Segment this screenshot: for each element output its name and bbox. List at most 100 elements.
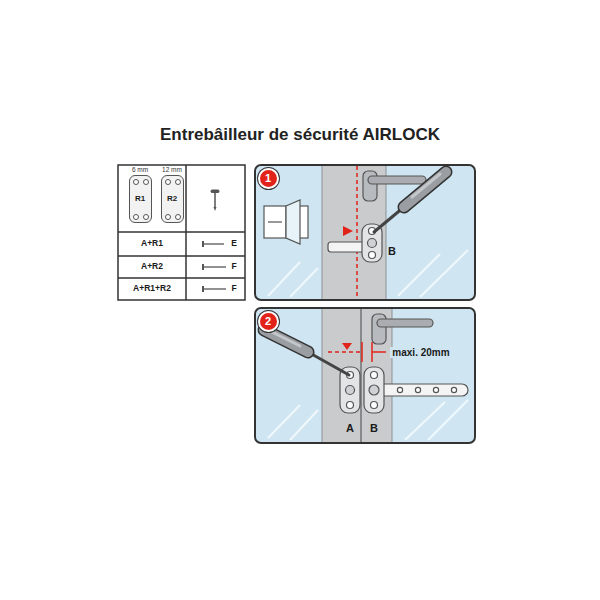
spacer-plate: 12 mm R2 <box>161 166 184 223</box>
part-b <box>328 224 382 262</box>
fixing-table <box>118 165 245 300</box>
plate-body: R2 <box>161 175 184 223</box>
screwdriver <box>264 330 308 352</box>
dimension-label: maxi. 20mm <box>390 347 451 358</box>
red-dashed-line <box>356 166 358 299</box>
step-panel <box>255 308 475 443</box>
red-dashed-line <box>372 351 386 353</box>
window-frame <box>322 309 392 442</box>
spacer-plate: 6 mm R1 <box>129 166 152 223</box>
limiter-arm <box>397 387 402 392</box>
part-letter: A <box>346 422 354 434</box>
door-handle <box>372 314 433 344</box>
glass-reflection <box>405 402 445 440</box>
plate-hole <box>143 214 149 220</box>
plate-thickness: 12 mm <box>161 166 184 173</box>
plate-body: R1 <box>129 175 152 223</box>
plate-hole <box>133 179 139 185</box>
step-number: 1 <box>265 172 271 184</box>
screw-icon <box>214 207 217 211</box>
screwdriver <box>404 172 446 207</box>
table-cell: A+R1 <box>141 239 163 248</box>
window-frame <box>322 166 386 299</box>
fixing-table <box>118 231 245 233</box>
part-b <box>368 239 377 248</box>
table-cell: F <box>231 262 236 271</box>
step-panel <box>255 165 475 300</box>
glass-reflection <box>290 268 318 297</box>
red-dashed-line <box>328 351 362 353</box>
step-badge: 2 <box>258 311 279 332</box>
screwdriver <box>374 172 446 232</box>
limiter-arm <box>433 387 438 392</box>
red-arrow <box>343 226 353 236</box>
plate-hole <box>175 214 181 220</box>
screwdriver <box>404 172 446 207</box>
window-frame <box>392 309 393 442</box>
plate-name: R1 <box>135 195 145 204</box>
table-cell: E <box>231 239 237 248</box>
window-frame <box>322 166 386 299</box>
plate-name: R2 <box>167 195 177 204</box>
red-dashed-line <box>361 342 363 362</box>
part-letter: B <box>388 245 396 257</box>
screwdriver <box>412 174 440 197</box>
screwdriver <box>264 330 308 352</box>
table-cell: A+R1+R2 <box>133 284 171 293</box>
step-number: 2 <box>265 315 271 327</box>
limiter-arm <box>370 384 468 396</box>
screwdriver <box>264 330 349 375</box>
red-dashed-line <box>357 166 358 299</box>
part-b <box>369 385 379 395</box>
fixing-table <box>118 255 245 257</box>
part-letter: B <box>370 422 378 434</box>
window-frame <box>322 166 323 299</box>
red-dashed-line <box>328 342 386 362</box>
screw-icon <box>214 192 216 208</box>
red-arrow <box>343 226 353 236</box>
part-a <box>347 402 354 409</box>
window-frame <box>386 166 387 299</box>
window-frame <box>322 309 323 442</box>
window-icon <box>286 200 300 244</box>
title: Entrebâilleur de sécurité AIRLOCK <box>160 126 440 145</box>
red-dashed-line <box>342 343 352 350</box>
screwdriver <box>270 331 300 346</box>
part-b <box>371 402 378 409</box>
part-b <box>328 242 366 252</box>
screw-icon <box>203 243 224 244</box>
window-frame <box>322 309 392 442</box>
part-b <box>364 367 384 413</box>
screw-icon <box>203 288 226 289</box>
plate-hole <box>143 179 149 185</box>
table-cell: F <box>231 284 236 293</box>
limiter-arm <box>415 387 420 392</box>
step-badge: 1 <box>258 168 279 189</box>
fixing-table <box>118 277 245 279</box>
step-panel <box>255 165 475 300</box>
glass-reflection <box>428 400 468 440</box>
part-b <box>371 372 378 379</box>
plate-hole <box>165 179 171 185</box>
part-a <box>346 386 355 395</box>
glass-reflection <box>290 410 318 440</box>
step-panel <box>255 308 475 443</box>
window-icon <box>268 221 282 222</box>
plate-thickness: 6 mm <box>129 166 152 173</box>
limiter-arm <box>370 384 468 396</box>
plate-hole <box>133 214 139 220</box>
door-handle <box>368 176 426 184</box>
door-handle <box>377 319 433 327</box>
fixing-table <box>118 165 245 300</box>
part-b <box>364 367 384 413</box>
part-b <box>369 252 376 259</box>
plate-hole <box>175 179 181 185</box>
glass-reflection <box>398 254 440 296</box>
limiter-arm <box>451 387 456 392</box>
screw-icon <box>203 266 226 267</box>
screwdriver <box>308 352 349 375</box>
table-cell: A+R2 <box>141 262 163 271</box>
window-icon <box>264 200 308 244</box>
